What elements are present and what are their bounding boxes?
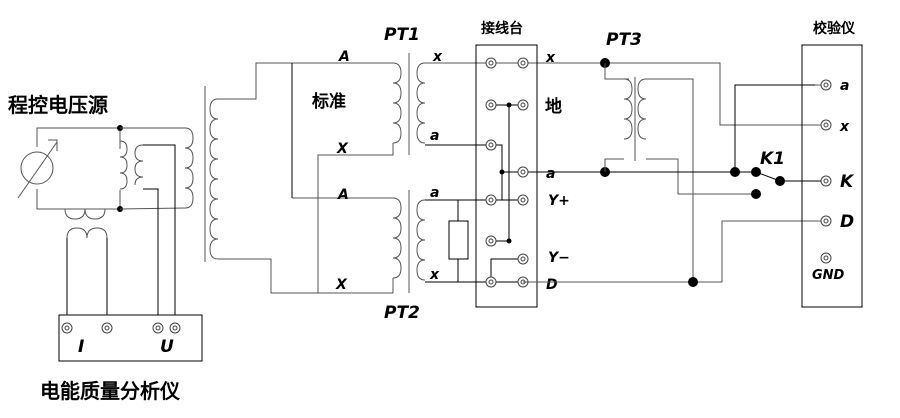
terminal-block-title: 接线台 bbox=[481, 20, 523, 37]
terminal[interactable] bbox=[485, 57, 497, 69]
pt2-secondary-x: x bbox=[429, 267, 440, 283]
calibrator-label-gnd: GND bbox=[812, 268, 845, 283]
terminal-u1[interactable] bbox=[152, 322, 164, 334]
junction-dot bbox=[688, 277, 698, 287]
terminal[interactable] bbox=[485, 194, 497, 206]
calibrator-label-d: D bbox=[840, 212, 854, 232]
analyzer-label-i: I bbox=[78, 337, 84, 357]
pt1-label: PT1 bbox=[384, 25, 420, 45]
terminal[interactable] bbox=[485, 235, 497, 247]
pt1-primary-x: X bbox=[336, 141, 349, 157]
analyzer-title: 电能质量分析仪 bbox=[40, 379, 181, 403]
terminal[interactable] bbox=[517, 253, 529, 265]
terminal[interactable] bbox=[485, 276, 497, 288]
power-quality-analyzer: I U bbox=[58, 314, 203, 362]
calibrator-terminal-d[interactable] bbox=[820, 215, 832, 227]
terminal-block-box bbox=[475, 44, 538, 308]
variable-arrow bbox=[17, 141, 58, 199]
switch-contact bbox=[751, 189, 761, 199]
pt1-secondary-x: x bbox=[432, 49, 443, 65]
pt1-secondary-a: a bbox=[430, 128, 439, 144]
terminal-i1[interactable] bbox=[61, 322, 73, 334]
terminal[interactable] bbox=[485, 139, 497, 151]
calibrator-terminal-a[interactable] bbox=[820, 79, 832, 91]
burden-resistor bbox=[448, 220, 469, 260]
pt1-transformer bbox=[291, 53, 610, 293]
terminal-label-ground: 地 bbox=[545, 96, 562, 117]
calibrator-label-a: a bbox=[840, 78, 849, 94]
terminal[interactable] bbox=[517, 57, 529, 69]
pt2-label: PT2 bbox=[384, 303, 420, 323]
terminal-u2[interactable] bbox=[169, 322, 181, 334]
source-title: 程控电压源 bbox=[8, 93, 108, 117]
terminal-label-d: D bbox=[546, 277, 558, 293]
calibrator-terminal-k[interactable] bbox=[820, 175, 832, 187]
pt2-secondary-a: a bbox=[430, 185, 439, 201]
variable-source-symbol bbox=[20, 151, 54, 185]
analyzer-box bbox=[58, 314, 203, 362]
terminal[interactable] bbox=[517, 194, 529, 206]
calibrator bbox=[801, 44, 863, 308]
calibrator-box bbox=[801, 44, 863, 308]
calibrator-title: 校验仪 bbox=[813, 20, 856, 37]
k1-label: K1 bbox=[760, 149, 785, 169]
terminal-label-yminus: Y− bbox=[548, 250, 570, 266]
pt2-primary-a: A bbox=[337, 187, 349, 203]
terminal-label-a: a bbox=[546, 166, 555, 182]
calibrator-label-x: x bbox=[839, 119, 850, 135]
terminal-label-yplus: Y+ bbox=[548, 193, 570, 209]
terminal-label-x: x bbox=[545, 50, 556, 66]
standard-label: 标准 bbox=[312, 91, 346, 112]
terminal[interactable] bbox=[517, 99, 529, 111]
pt2-primary-x: X bbox=[335, 277, 348, 293]
d-line bbox=[523, 220, 815, 287]
calibrator-terminal-x[interactable] bbox=[820, 119, 832, 131]
terminal-i2[interactable] bbox=[101, 322, 113, 334]
terminal-block bbox=[475, 44, 610, 308]
pt3-transformer bbox=[600, 58, 815, 282]
step-up-transformer bbox=[204, 62, 393, 294]
analyzer-label-u: U bbox=[160, 337, 174, 357]
pt2-transformer bbox=[292, 190, 611, 293]
calibrator-terminal-gnd[interactable] bbox=[820, 252, 832, 264]
terminal[interactable] bbox=[517, 166, 529, 178]
voltage-source bbox=[17, 125, 194, 315]
pt3-label: PT3 bbox=[606, 30, 642, 50]
pt1-primary-a: A bbox=[338, 49, 350, 65]
terminal[interactable] bbox=[485, 99, 497, 111]
calibrator-label-k: K bbox=[840, 172, 855, 192]
k1-switch[interactable] bbox=[610, 84, 815, 199]
